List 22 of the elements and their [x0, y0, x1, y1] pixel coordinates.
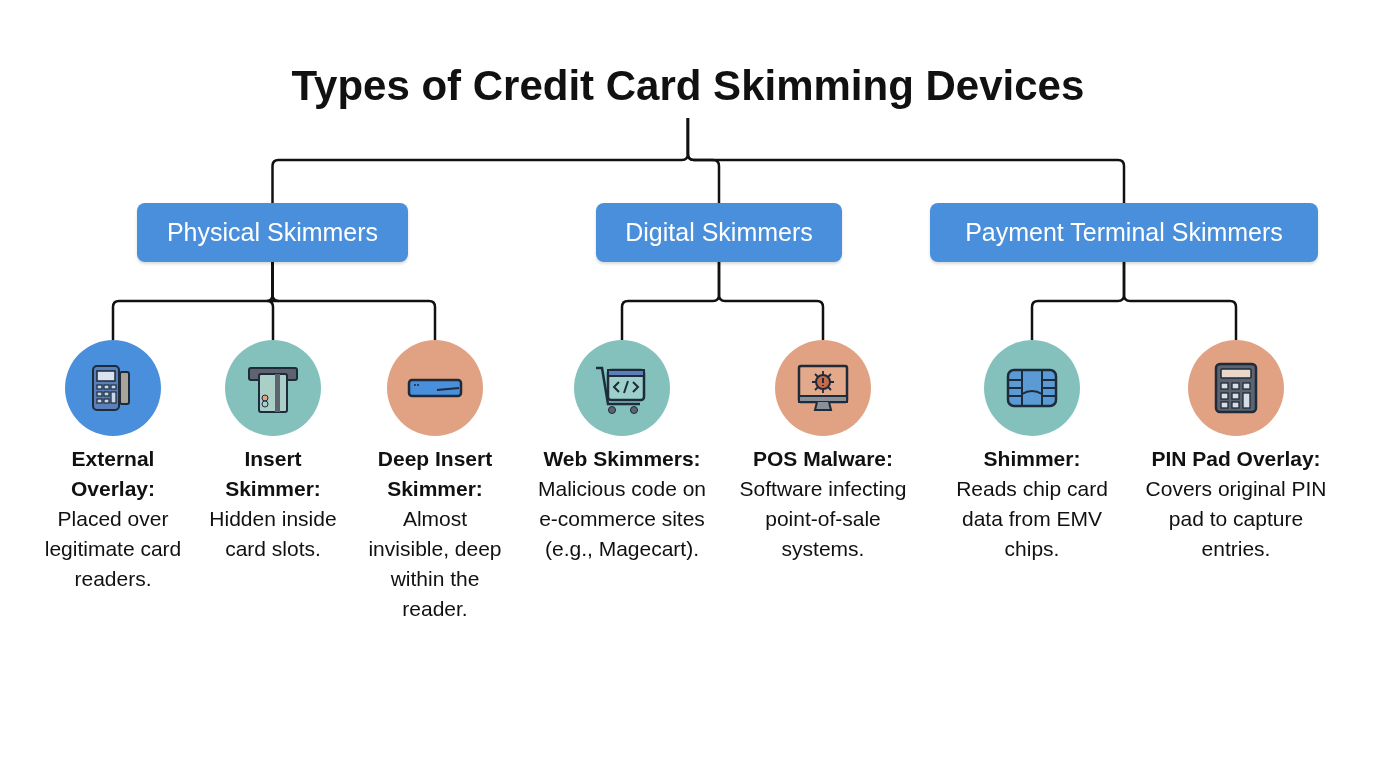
item-description: Placed over legitimate card readers.: [43, 506, 183, 592]
item-description: Software infecting point-of-sale systems.: [738, 476, 908, 562]
item-description: Malicious code on e-commerce sites (e.g., Magecart).: [536, 476, 708, 562]
item-heading: Web Skimmers:: [542, 446, 702, 472]
item-heading: External Overlay:: [69, 446, 157, 502]
connector-line: [1122, 262, 1238, 340]
item-heading: POS Malware:: [751, 446, 895, 472]
item-heading: Shimmer:: [982, 446, 1082, 472]
connector-line: [686, 118, 1126, 203]
category-box: Digital Skimmers: [596, 203, 842, 262]
category-box: Payment Terminal Skimmers: [930, 203, 1318, 262]
item-heading: Insert Skimmer:: [224, 446, 322, 502]
item-description: Almost invisible, deep within the reader.: [367, 506, 503, 622]
diagram-title: Types of Credit Card Skimming Devices: [291, 62, 1085, 110]
item-description: Covers original PIN pad to capture entries.: [1144, 476, 1328, 562]
item-heading: Deep Insert Skimmer:: [376, 446, 494, 502]
category-box: Physical Skimmers: [137, 203, 408, 262]
item-description: Reads chip card data from EMV chips.: [955, 476, 1109, 562]
connector-line: [271, 262, 437, 340]
item-description: Hidden inside card slots.: [208, 506, 338, 562]
item-heading: PIN Pad Overlay:: [1150, 446, 1322, 472]
connector-line: [717, 262, 825, 340]
